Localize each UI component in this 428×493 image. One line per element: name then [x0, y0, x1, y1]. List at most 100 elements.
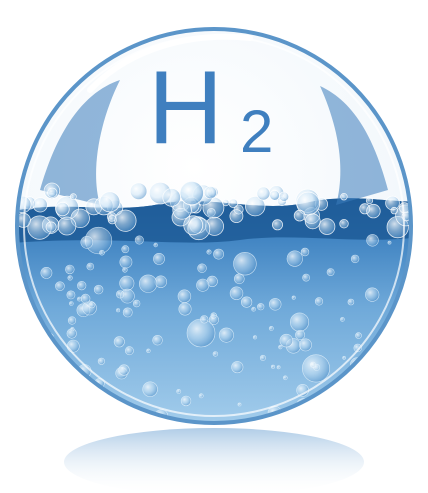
bubble — [203, 186, 217, 200]
bubble — [66, 290, 76, 300]
bubble — [365, 287, 380, 302]
bubble — [329, 407, 339, 416]
bubble — [244, 195, 266, 217]
bubble — [93, 284, 104, 295]
bubble — [257, 303, 265, 311]
bubble — [206, 249, 212, 255]
bubble — [180, 395, 192, 407]
bubble — [183, 215, 204, 236]
bubble — [196, 278, 210, 292]
bubble — [291, 295, 296, 300]
bubble — [381, 386, 395, 400]
bubble — [251, 306, 256, 312]
bubble — [153, 242, 158, 248]
bubble — [178, 302, 192, 316]
bubble — [32, 197, 48, 213]
bubble — [340, 192, 348, 201]
bubble — [114, 209, 137, 232]
bubble — [153, 252, 165, 265]
bubble — [252, 335, 258, 340]
bubble — [372, 345, 381, 354]
bubble — [67, 316, 77, 325]
bubble — [198, 393, 204, 399]
bubble — [146, 348, 151, 353]
bubble — [314, 297, 324, 306]
bubble — [229, 209, 244, 224]
bubble — [300, 247, 310, 257]
bubble — [38, 349, 44, 354]
bubble — [69, 193, 77, 201]
bubble — [213, 248, 224, 260]
bubble — [121, 245, 130, 254]
bubble — [99, 191, 121, 213]
bubble — [387, 240, 392, 245]
bubble — [134, 235, 144, 245]
bubble — [375, 397, 382, 404]
bubble — [67, 275, 73, 281]
bubble — [120, 288, 135, 304]
bubble — [122, 307, 133, 318]
bubble — [80, 236, 94, 249]
bubble — [200, 315, 209, 324]
bubble — [172, 200, 192, 220]
bubble — [122, 267, 128, 273]
specular-highlight — [87, 33, 253, 93]
bubble — [293, 209, 306, 222]
bubble — [55, 281, 65, 292]
bubble — [119, 255, 133, 269]
bubble — [55, 202, 70, 217]
bubble — [142, 381, 158, 397]
bubble — [304, 213, 321, 230]
bubble — [326, 268, 335, 276]
bubble — [90, 400, 102, 412]
bubble — [47, 187, 58, 198]
bubble — [390, 206, 398, 215]
bubble — [365, 197, 374, 205]
bubble — [118, 364, 130, 376]
bubble — [259, 354, 266, 361]
bubble — [124, 346, 134, 356]
bubble — [366, 234, 379, 247]
bubble — [229, 286, 244, 300]
bubble — [212, 351, 219, 357]
bubble — [177, 289, 192, 303]
bubble — [80, 293, 91, 304]
bubble — [340, 317, 345, 322]
bubble — [45, 221, 57, 233]
bubble — [301, 354, 330, 383]
bubble — [57, 216, 77, 236]
bubble — [350, 254, 360, 264]
bubble — [241, 296, 253, 308]
bubble — [197, 263, 207, 273]
bubble — [113, 336, 125, 348]
bubble — [162, 188, 182, 207]
bubble — [339, 218, 349, 229]
bubble — [256, 186, 271, 201]
bubble — [269, 189, 281, 201]
bubble — [97, 357, 105, 365]
floor-reflection — [64, 428, 364, 493]
bubble — [65, 264, 75, 275]
bubble — [289, 312, 309, 332]
bubble — [152, 335, 163, 346]
bubble — [363, 368, 393, 399]
bubble — [231, 361, 244, 374]
bubble — [237, 402, 242, 407]
bubble — [132, 299, 141, 308]
bubble — [302, 273, 310, 282]
glass-rim — [15, 27, 413, 425]
bubble — [312, 414, 319, 422]
bubble — [318, 218, 336, 235]
bubble — [179, 180, 204, 206]
bubble — [228, 198, 239, 209]
bubble — [268, 325, 274, 331]
bubble — [295, 329, 306, 340]
bubble — [139, 274, 158, 293]
bubble — [299, 338, 312, 352]
bubble — [279, 333, 293, 348]
bubble — [278, 345, 283, 350]
bubble — [70, 327, 75, 332]
bubble — [233, 252, 257, 276]
bubble — [234, 273, 245, 285]
